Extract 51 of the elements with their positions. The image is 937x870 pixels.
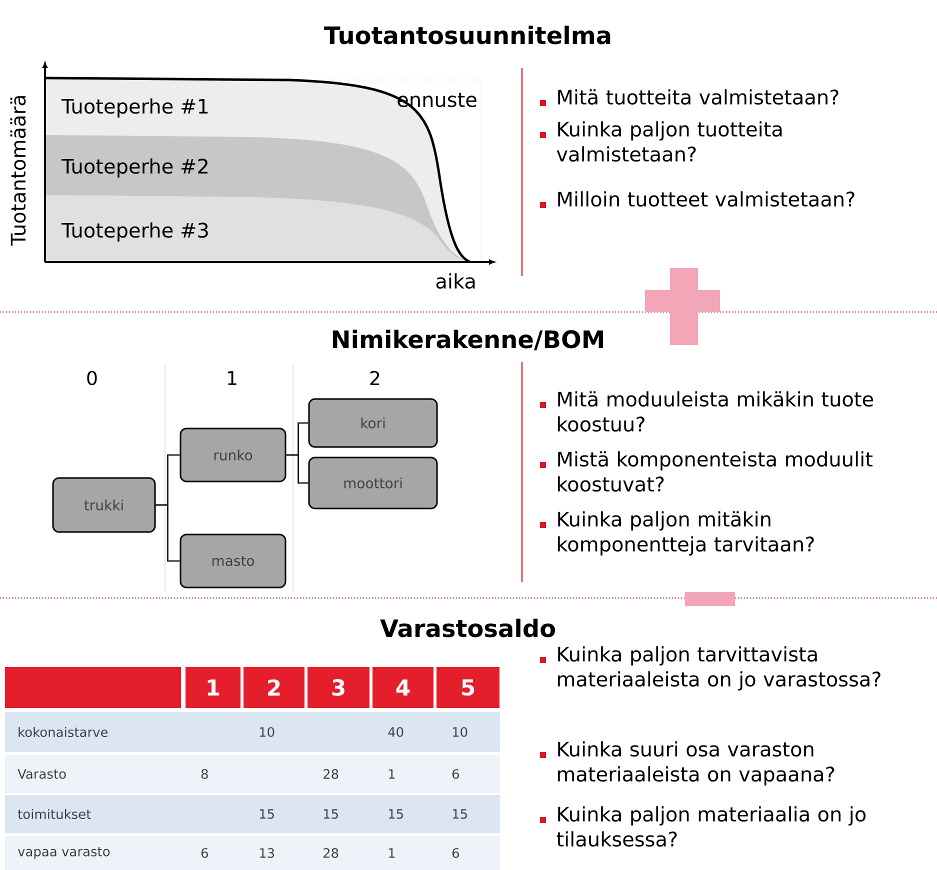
cell-value: 15 xyxy=(452,809,467,819)
component-box: trukki xyxy=(52,477,156,533)
column-header: 1 xyxy=(186,667,240,708)
connector xyxy=(286,454,308,484)
bullet-text: Kuinka paljon mitäkin komponentteja tarvitaan? xyxy=(558,511,814,556)
cell-value: 15 xyxy=(388,809,403,819)
row-label: toimitukset xyxy=(18,808,91,820)
column-header: 5 xyxy=(436,667,500,708)
section-title: Varastosaldo xyxy=(380,618,556,638)
column-header: 3 xyxy=(308,667,370,708)
bullet-text: Kuinka paljon tuotteita valmistetaan? xyxy=(556,121,782,162)
cell-value: 1 xyxy=(388,769,395,779)
column-label: 0 xyxy=(87,370,97,386)
cell-value: 28 xyxy=(324,769,338,779)
connector xyxy=(156,504,180,562)
section-title: Nimikerakenne/BOM xyxy=(332,330,604,350)
bullet-text: Mistä komponenteista moduulit koostuvat? xyxy=(558,451,873,492)
cell-value: 6 xyxy=(452,848,459,858)
component-box: masto xyxy=(180,534,286,588)
cell-value: 28 xyxy=(324,848,338,858)
component-box: moottori xyxy=(308,456,438,510)
row-label: kokonaistarve xyxy=(18,726,108,738)
axis-label: aika xyxy=(436,273,475,289)
cell-value: 15 xyxy=(260,809,274,819)
column-label: 1 xyxy=(228,371,236,385)
cell-value: 6 xyxy=(452,769,459,779)
cell-value: 10 xyxy=(260,727,274,737)
series-label: Tuoteperhe #1 xyxy=(61,98,208,118)
axis-label: Tuotantomäärä xyxy=(10,96,26,246)
bullet-text: Kuinka paljon materiaalia on jo tilauksessa? xyxy=(556,806,866,847)
section-title: Tuotantosuunnitelma xyxy=(324,26,610,44)
series-label: Tuoteperhe #3 xyxy=(61,222,208,242)
row-label: Varasto xyxy=(18,769,66,779)
cell-value: 10 xyxy=(452,727,468,737)
component-box: runko xyxy=(180,428,286,482)
column-header: 2 xyxy=(244,667,304,708)
row-label: vapaa varasto xyxy=(18,847,110,859)
cell-value: 8 xyxy=(201,769,208,779)
bullet-text: Kuinka suuri osa varaston materiaaleista on vapaana? xyxy=(558,741,834,786)
bullet-text: Kuinka paljon tarvittavista materiaaleista on jo varastossa? xyxy=(558,646,880,691)
column-header: 4 xyxy=(372,667,434,708)
component-box: kori xyxy=(308,398,438,448)
bullet-text: Mitä moduuleista mikäkin tuote koostuu? xyxy=(558,391,874,432)
cell-value: 1 xyxy=(388,848,395,858)
bullet-text: Mitä tuotteita valmistetaan? xyxy=(558,89,838,105)
series-label: Tuoteperhe #2 xyxy=(61,158,208,178)
cell-value: 6 xyxy=(201,848,208,858)
cell-value: 13 xyxy=(260,848,274,858)
bullet-text: Milloin tuotteet valmistetaan? xyxy=(558,191,854,207)
cell-value: 15 xyxy=(324,809,338,819)
cell-value: 40 xyxy=(388,727,404,737)
